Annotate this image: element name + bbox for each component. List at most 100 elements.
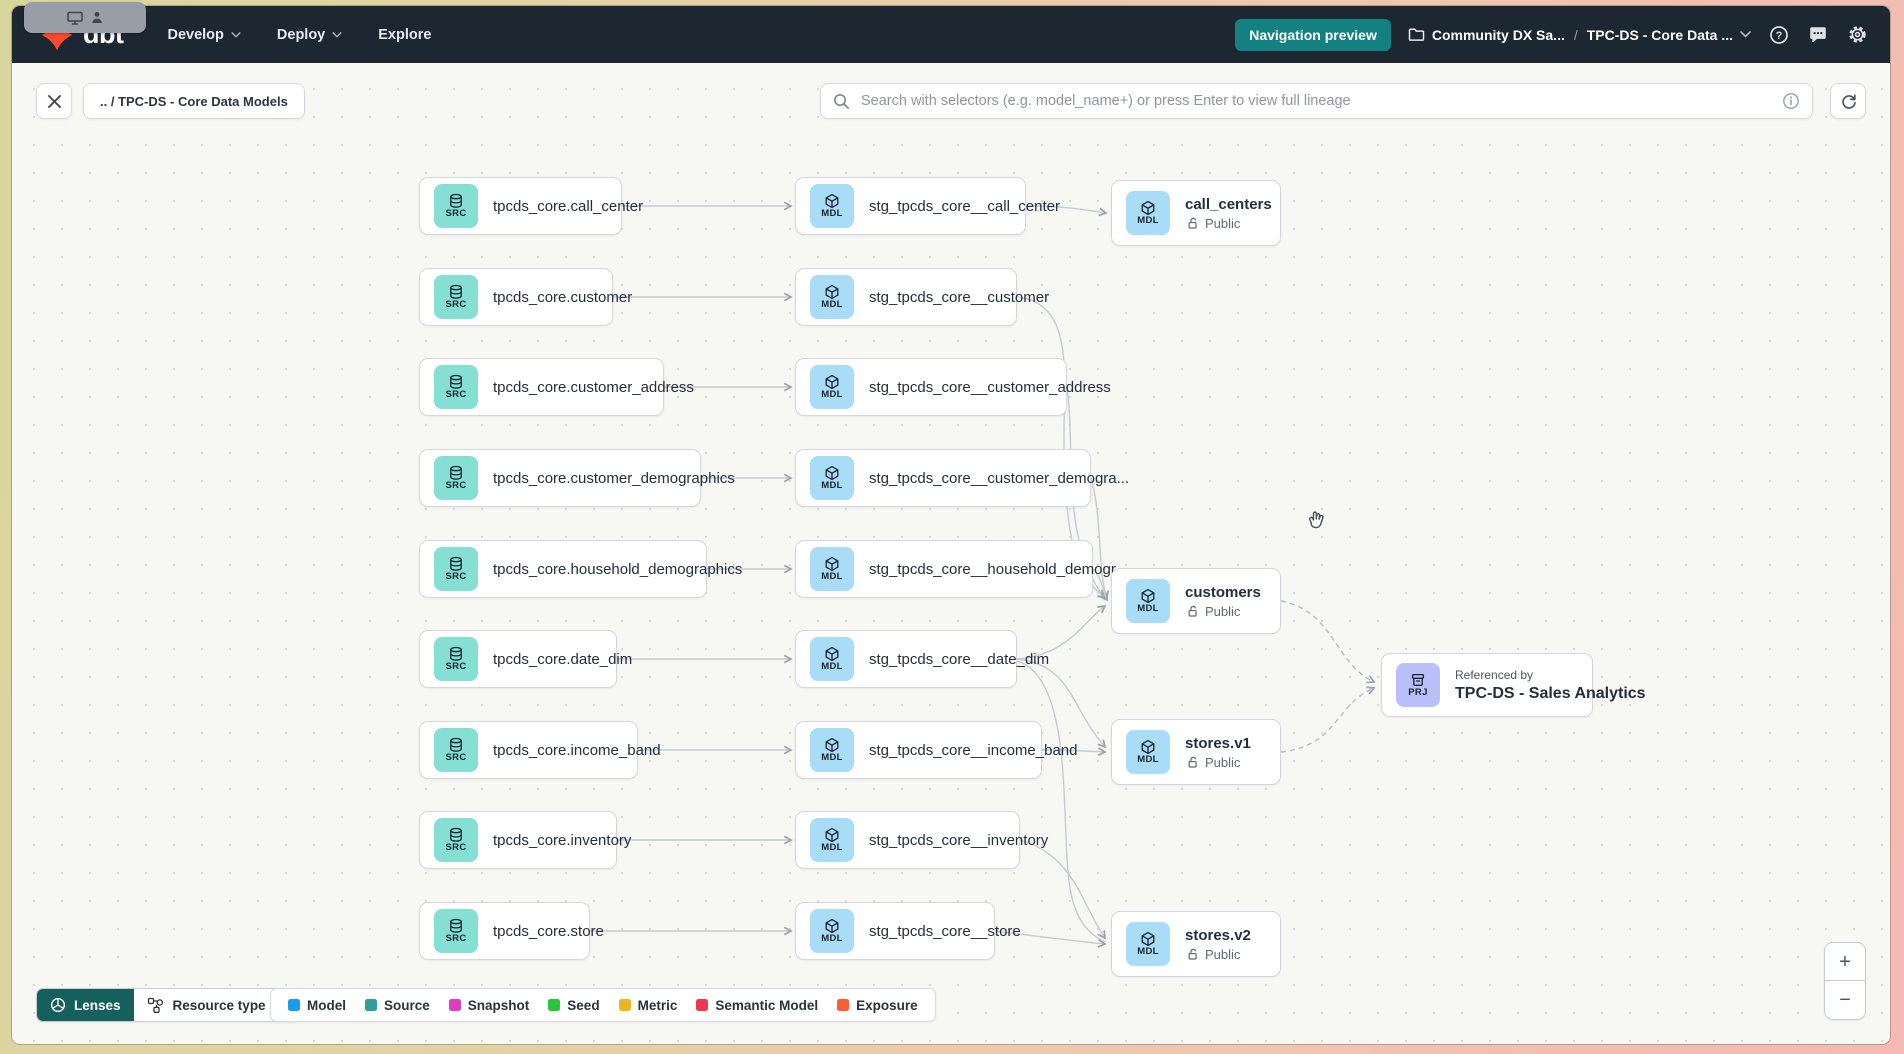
close-icon [47, 94, 61, 108]
zoom-out-button[interactable]: − [1825, 981, 1865, 1019]
graph-node-staging-0[interactable]: MDL stg_tpcds_core__call_center [795, 177, 1060, 235]
database-icon [450, 918, 462, 933]
person-icon [92, 12, 102, 23]
database-icon [450, 556, 462, 571]
access-label: Public [1205, 754, 1241, 770]
legend-label: Exposure [856, 997, 918, 1013]
node-type-badge-mdl: MDL [810, 184, 854, 228]
cube-icon [1141, 739, 1155, 754]
node-type-badge-mdl: MDL [810, 909, 854, 953]
nav-menu-item-explore[interactable]: Explore [378, 27, 431, 43]
breadcrumb-project-label: Community DX Sa... [1431, 26, 1565, 43]
node-type-badge-src: SRC [434, 909, 478, 953]
database-icon [450, 284, 462, 299]
node-label: stg_tpcds_core__customer_demogra... [869, 469, 1130, 487]
node-access: Public [1185, 216, 1272, 231]
lenses-button[interactable]: Lenses [37, 989, 134, 1021]
refresh-lineage-button[interactable] [1830, 83, 1866, 119]
legend-item-snapshot: Snapshot [448, 998, 529, 1013]
legend-item-exposure: Exposure [837, 998, 918, 1013]
nav-menu-item-develop[interactable]: Develop [167, 26, 241, 43]
node-type-badge-src: SRC [434, 456, 478, 500]
folder-icon [1408, 28, 1425, 41]
zoom-in-button[interactable]: + [1825, 943, 1865, 981]
cube-icon [825, 374, 839, 389]
cube-icon [825, 556, 839, 571]
help-icon[interactable]: ? [1768, 24, 1790, 46]
breadcrumb-page[interactable]: TPC-DS - Core Data ... [1587, 27, 1751, 43]
nav-menu-item-deploy[interactable]: Deploy [277, 27, 342, 43]
node-type-badge-mdl: MDL [810, 818, 854, 862]
legend-swatch [365, 999, 377, 1011]
node-type-badge-mdl: MDL [810, 547, 854, 591]
legend-item-model: Model [288, 998, 346, 1013]
node-type-badge-mdl: MDL [1126, 579, 1170, 623]
node-label: customers [1185, 583, 1261, 601]
lineage-canvas[interactable]: .. / TPC-DS - Core Data Models SRCtpcds_… [12, 63, 1890, 1044]
public-lock-icon [1188, 756, 1197, 768]
database-icon [450, 737, 462, 752]
navigation-preview-button[interactable]: Navigation preview [1235, 18, 1391, 51]
node-type-badge-src: SRC [434, 728, 478, 772]
breadcrumb-project[interactable]: Community DX Sa... [1408, 27, 1565, 43]
node-type-badge-src: SRC [434, 365, 478, 409]
node-type-badge-mdl: MDL [1126, 922, 1170, 966]
graph-node-source-1[interactable]: SRC tpcds_core.customer [419, 268, 632, 326]
node-label: stg_tpcds_core__customer [869, 288, 1050, 306]
nav-menu-label: Develop [167, 26, 224, 43]
node-label: tpcds_core.customer [493, 288, 633, 306]
legend-label: Metric [637, 997, 678, 1013]
node-type-badge-src: SRC [434, 547, 478, 591]
node-label: call_centers [1185, 195, 1272, 213]
settings-gear-icon[interactable] [1846, 24, 1868, 46]
node-label: tpcds_core.date_dim [493, 650, 633, 668]
screen-share-indicator[interactable] [24, 2, 146, 33]
feedback-icon[interactable] [1807, 24, 1829, 46]
node-label: TPC-DS - Sales Analytics [1455, 684, 1646, 702]
search-icon [834, 93, 849, 109]
info-icon[interactable] [1782, 92, 1800, 110]
node-label: stores.v1 [1185, 734, 1251, 752]
lineage-search-bar [820, 83, 1813, 119]
node-label: stg_tpcds_core__call_center [869, 197, 1060, 215]
node-label: stg_tpcds_core__income_band [869, 741, 1078, 759]
node-label: stores.v2 [1185, 926, 1251, 944]
node-label: tpcds_core.customer_address [493, 378, 694, 396]
chevron-down-icon [332, 31, 342, 38]
monitor-icon [67, 11, 83, 25]
graph-node-source-2[interactable]: SRC tpcds_core.customer_address [419, 358, 694, 416]
lenses-control: Lenses Resource type [36, 988, 300, 1022]
search-input[interactable] [859, 92, 1773, 110]
project-icon [1411, 673, 1425, 686]
lineage-breadcrumb-chip[interactable]: .. / TPC-DS - Core Data Models [83, 83, 305, 119]
graph-node-staging-5[interactable]: MDL stg_tpcds_core__date_dim [795, 630, 1049, 688]
node-type-badge-src: SRC [434, 275, 478, 319]
node-type-badge-mdl: MDL [810, 637, 854, 681]
cube-icon [825, 918, 839, 933]
node-label: stg_tpcds_core__date_dim [869, 650, 1050, 668]
database-icon [450, 374, 462, 389]
close-lineage-button[interactable] [36, 83, 72, 119]
resource-type-label: Resource type [172, 997, 266, 1013]
